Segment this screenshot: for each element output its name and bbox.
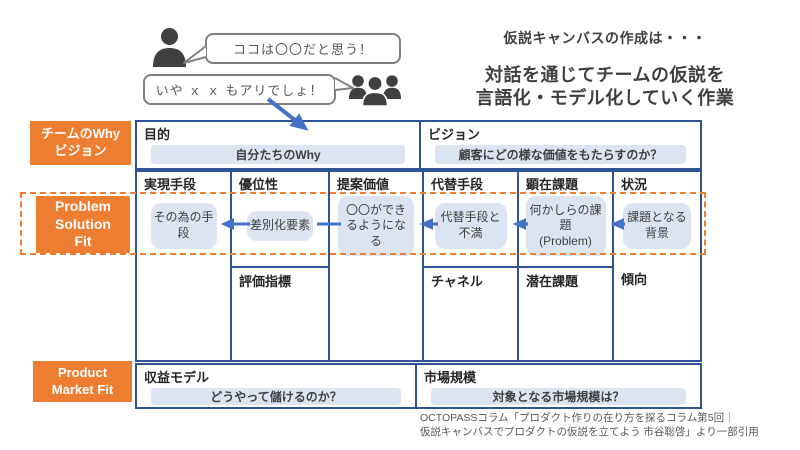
column-realization-means-header: 実現手段 <box>144 177 197 192</box>
cell-vision-header: ビジョン <box>428 127 481 142</box>
column-advantage-header: 優位性 <box>239 177 279 192</box>
column-advantage: 優位性 差別化要素 評価指標 <box>232 172 330 360</box>
pill-some-problem: 何かしらの課題 (Problem) <box>525 195 606 257</box>
cell-revenue-model: 収益モデル どうやって儲けるのか？ <box>137 365 417 407</box>
column-situation-header: 状況 <box>621 177 648 192</box>
cell-revenue-model-header: 収益モデル <box>144 370 210 385</box>
speech-bubble-1: ココは〇〇だと思う！ <box>205 33 401 64</box>
cell-purpose-header: 目的 <box>144 127 171 142</box>
cell-purpose: 目的 自分たちのWhy <box>137 122 421 168</box>
cell-latent-problem: 潜在課題 <box>519 266 612 360</box>
headline-body-line1: 対話を通じてチームの仮説を <box>485 65 725 85</box>
cell-channel-header: チャネル <box>431 274 483 289</box>
headline-block: 仮説キャンバスの作成は・・・ 対話を通じてチームの仮説を 言語化・モデル化してい… <box>440 28 770 111</box>
pill-problem-background: 課題となる背景 <box>623 203 691 249</box>
column-alternatives: 代替手段 代替手段と不満 チャネル <box>424 172 519 360</box>
cell-vision: ビジョン 顧客にどの様な価値をもたらすのか？ <box>421 122 700 168</box>
column-value-proposition: 提案価値 〇〇ができるようになる <box>330 172 424 360</box>
pill-differentiation: 差別化要素 <box>247 211 313 241</box>
column-value-proposition-header: 提案価値 <box>337 177 390 192</box>
pill-band: 課題となる背景 <box>614 194 700 258</box>
speech-bubble-2: いや ｘ ｘ もアリでしょ！ <box>143 74 336 105</box>
headline-title: 仮説キャンバスの作成は・・・ <box>503 30 707 46</box>
headline-body: 対話を通じてチームの仮説を 言語化・モデル化していく作業 <box>440 64 770 111</box>
cell-trend: 傾向 <box>614 266 700 360</box>
pill-band: 何かしらの課題 (Problem) <box>519 194 612 258</box>
cell-market-size-header: 市場規模 <box>424 370 477 385</box>
side-label-pmf-line2: Market Fit <box>51 381 114 397</box>
cell-market-size-pill: 対象となる市場規模は？ <box>431 388 686 405</box>
pill-band: 差別化要素 <box>232 194 328 258</box>
cell-purpose-pill: 自分たちのWhy <box>151 145 405 164</box>
headline-body-line2: 言語化・モデル化していく作業 <box>475 88 735 109</box>
pill-become-able-to: 〇〇ができるようになる <box>338 195 414 257</box>
column-explicit-problem-header: 顕在課題 <box>526 177 579 192</box>
speech-bubble-2-text: いや ｘ ｘ もアリでしょ！ <box>155 83 324 98</box>
cell-evaluation-metrics: 評価指標 <box>232 266 328 360</box>
pill-means-for-that: その為の手段 <box>150 203 217 249</box>
source-credit-line1: OCTOPASSコラム「プロダクト作りの在り方を探るコラム第5回｜ <box>420 412 735 424</box>
side-label-pmf-line1: Product <box>57 364 108 380</box>
canvas-row-revenue-market: 収益モデル どうやって儲けるのか？ 市場規模 対象となる市場規模は？ <box>135 363 702 409</box>
side-label-psf-line1: Problem <box>54 198 111 215</box>
pill-band: 〇〇ができるようになる <box>330 194 422 258</box>
cell-revenue-model-pill: どうやって儲けるのか？ <box>151 388 401 405</box>
speech-bubble-1-text: ココは〇〇だと思う！ <box>232 42 373 57</box>
pill-alternatives-dissatisfaction: 代替手段と不満 <box>434 203 507 249</box>
canvas-middle-section: 実現手段 その為の手段 優位性 差別化要素 評価指標 提案価値 〇〇ができるよう… <box>135 170 702 362</box>
pill-some-problem-line1: 何かしらの課題 <box>529 202 602 233</box>
cell-market-size: 市場規模 対象となる市場規模は？ <box>417 365 700 407</box>
column-situation: 状況 課題となる背景 傾向 <box>614 172 700 360</box>
cell-trend-header: 傾向 <box>621 272 648 287</box>
source-credit-line2: 仮説キャンバスでプロダクトの仮説を立てよう 市谷聡啓」より一部引用 <box>420 426 759 439</box>
side-label-team-why-vision: チームのWhy ビジョン <box>30 121 131 165</box>
canvas-row-purpose-vision: 目的 自分たちのWhy ビジョン 顧客にどの様な価値をもたらすのか？ <box>135 120 702 170</box>
cell-channel: チャネル <box>424 266 517 360</box>
people-group-icon <box>347 73 403 107</box>
side-label-psf-line2: Solution <box>55 215 111 232</box>
side-label-psf-line3: Fit <box>74 233 92 250</box>
person-icon <box>151 27 188 67</box>
cell-vision-pill: 顧客にどの様な価値をもたらすのか？ <box>435 145 686 164</box>
pill-band: その為の手段 <box>137 194 230 258</box>
column-explicit-problem: 顕在課題 何かしらの課題 (Problem) 潜在課題 <box>519 172 614 360</box>
pill-some-problem-line2: (Problem) <box>539 233 592 248</box>
side-label-problem-solution-fit: Problem Solution Fit <box>36 196 130 253</box>
pill-band: 代替手段と不満 <box>424 194 517 258</box>
side-label-team-why-line2: ビジョン <box>54 143 107 158</box>
cell-evaluation-metrics-header: 評価指標 <box>239 274 292 289</box>
column-realization-means: 実現手段 その為の手段 <box>137 172 232 360</box>
source-credit: OCTOPASSコラム「プロダクト作りの在り方を探るコラム第5回｜ 仮説キャンバ… <box>420 411 759 439</box>
column-alternatives-header: 代替手段 <box>431 177 484 192</box>
side-label-team-why-line1: チームのWhy <box>40 126 121 142</box>
cell-latent-problem-header: 潜在課題 <box>526 274 579 289</box>
side-label-product-market-fit: Product Market Fit <box>33 361 132 402</box>
